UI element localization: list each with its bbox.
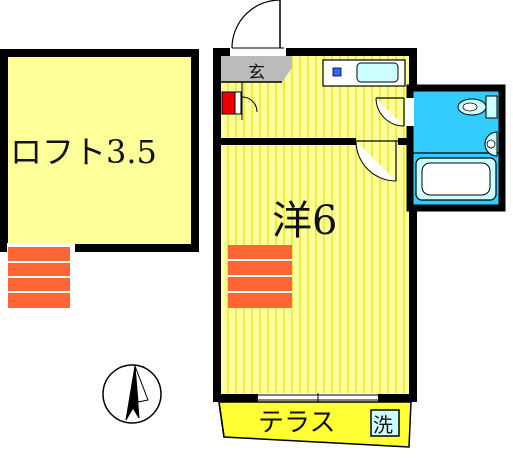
loft-room: ロフト3.5 (0, 49, 199, 252)
stove-icon (332, 67, 342, 77)
entrance-label: 玄 (248, 63, 265, 83)
washbasin-icon (484, 131, 498, 157)
western-room: 玄 洋6 (213, 48, 417, 403)
toilet-icon (457, 95, 498, 119)
front-door (231, 0, 284, 49)
inner-entrance-door (241, 96, 258, 113)
shoe-cabinet (221, 91, 236, 115)
loft-ladder (8, 247, 70, 308)
western-room-label: 洋6 (272, 198, 337, 244)
room-ladder (228, 245, 292, 308)
bathroom-door (375, 97, 405, 127)
washing-machine: 洗 (370, 409, 400, 437)
terrace-label: テラス (258, 408, 335, 438)
room-door (355, 140, 398, 182)
washer-label: 洗 (373, 413, 393, 437)
bathtub-icon (415, 157, 497, 201)
entrance-floor (221, 56, 292, 82)
western-room-floor (221, 56, 409, 394)
terrace: テラス 洗 (218, 401, 412, 448)
interior-wall (221, 138, 356, 145)
kitchen-sink-icon (356, 62, 399, 83)
loft-floor (0, 49, 199, 252)
bathroom (405, 84, 506, 212)
north-arrow-icon (102, 364, 162, 424)
kitchen-counter (322, 59, 406, 87)
loft-label: ロフト3.5 (10, 133, 157, 171)
